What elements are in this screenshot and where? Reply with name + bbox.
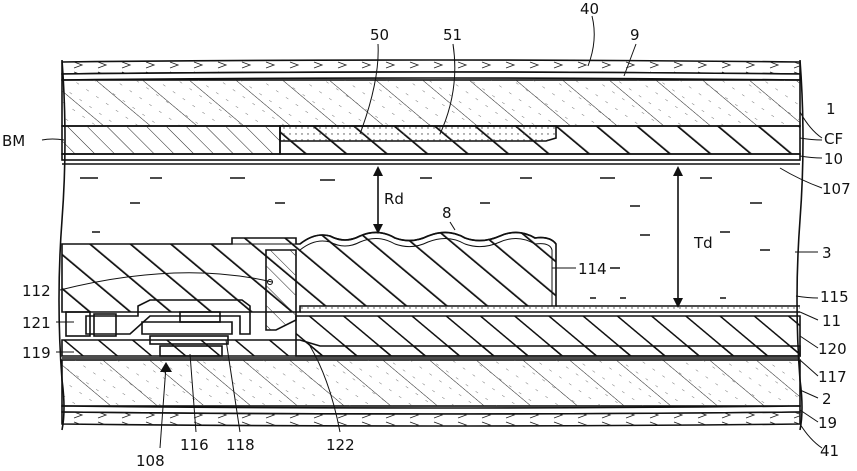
label-107: 107 xyxy=(822,180,851,198)
label-rd: Rd xyxy=(384,190,404,208)
label-10: 10 xyxy=(824,150,843,168)
label-119: 119 xyxy=(22,344,51,362)
rd-gap-arrow xyxy=(373,166,383,234)
label-117: 117 xyxy=(818,368,847,386)
upper-film-layer-9 xyxy=(62,72,800,80)
lower-substrate-layer xyxy=(62,360,800,406)
label-116: 116 xyxy=(180,436,209,454)
label-bm: BM xyxy=(2,132,25,150)
label-122: 122 xyxy=(326,436,355,454)
label-114: 114 xyxy=(578,260,607,278)
label-112: 112 xyxy=(22,282,51,300)
label-3: 3 xyxy=(822,244,832,262)
lower-polarizer-layer xyxy=(62,412,800,426)
label-8: 8 xyxy=(442,204,452,222)
label-1: 1 xyxy=(826,100,836,118)
electrode-layer-10 xyxy=(62,154,800,160)
label-108: 108 xyxy=(136,452,165,470)
label-50: 50 xyxy=(370,26,389,44)
label-118: 118 xyxy=(226,436,255,454)
label-19: 19 xyxy=(818,414,837,432)
black-matrix-layer xyxy=(62,126,280,154)
label-2: 2 xyxy=(822,390,832,408)
label-120: 120 xyxy=(818,340,847,358)
overcoat-layer-51 xyxy=(280,126,556,141)
td-gap-arrow xyxy=(673,166,683,308)
label-40: 40 xyxy=(580,0,599,18)
alignment-layer-115 xyxy=(300,306,800,312)
label-11: 11 xyxy=(822,312,841,330)
label-9: 9 xyxy=(630,26,640,44)
label-cf: CF xyxy=(824,130,843,148)
label-41: 41 xyxy=(820,442,839,460)
label-td: Td xyxy=(693,234,713,252)
contact-hole-112 xyxy=(266,250,296,330)
upper-substrate-layer xyxy=(62,80,800,126)
label-51: 51 xyxy=(443,26,462,44)
label-115: 115 xyxy=(820,288,849,306)
label-121: 121 xyxy=(22,314,51,332)
